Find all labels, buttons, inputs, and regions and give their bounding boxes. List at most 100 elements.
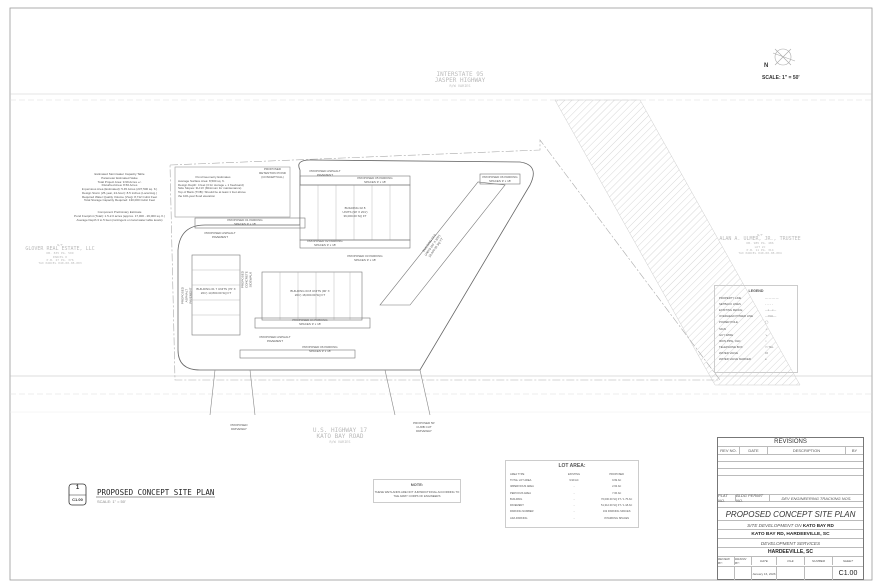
rev-header: DESCRIPTION xyxy=(768,447,846,454)
north-arrow-icon xyxy=(772,48,796,66)
footer-header-cell: REVIEW BY: xyxy=(718,557,735,565)
building-03 xyxy=(261,271,363,321)
lot-area-cell: PERVIOUS AREA xyxy=(510,491,531,495)
stormwater-line: Disturbed Area: 8.50 Acres xyxy=(101,183,138,188)
legend-label: OVERHEAD POWER LINE xyxy=(719,314,754,319)
stormwater-capacity-table: Estimated Stormwater Capacity Table Para… xyxy=(62,172,177,222)
sheet-border xyxy=(9,7,873,581)
legend-item: WATER VALVE ⋈ xyxy=(715,350,797,356)
stormwater-line: Required Water Quality Volume (Vwq): 8,7… xyxy=(81,194,158,199)
rev-header: BY xyxy=(851,448,858,453)
lot-area-row: PARKING NUMBER-162 PARKING SPACES xyxy=(506,509,638,515)
component-line: Pond Footprint (Total): 1.5-2.0 acres (a… xyxy=(74,213,165,218)
north-label: N xyxy=(764,63,769,69)
road-alt-name: KATO BAY ROAD xyxy=(316,433,364,441)
wetlands-area xyxy=(554,99,801,386)
legend-symbol-icon: — — — — xyxy=(765,296,779,301)
pavement-outline xyxy=(177,159,534,371)
revision-row xyxy=(718,455,863,462)
pond-label: PROPOSED RETENTION POND (CONCEPTUAL) xyxy=(259,167,286,179)
legend: LEGEND PROPERTY LINE— — — —SETBACK LINES… xyxy=(714,285,798,373)
legend-symbol-icon: ⋈ xyxy=(765,350,768,355)
road-name: U.S. HIGHWAY 17 xyxy=(312,427,368,434)
deed-line: P.B. 27 PG. 376 xyxy=(46,257,74,262)
rev-header: DATE xyxy=(740,447,768,454)
legend-item: SETBACK LINES - - - - - xyxy=(715,301,797,307)
lot-area-cell: 2.93 AC xyxy=(612,485,622,489)
legend-label: WATER VALVE xyxy=(719,350,739,355)
pavement-label: PROPOSED ASPHALT PAVEMENT xyxy=(259,335,291,343)
deed-line: DB. 835 PG. 599 xyxy=(46,251,74,256)
legend-symbol-icon: - - - - - xyxy=(765,302,773,307)
deed-line: LOT 2C xyxy=(754,244,766,249)
legend-item: IRON PIPE, OLD ○ xyxy=(715,338,797,344)
deed-line: DB. 985 PG. 486 xyxy=(746,241,774,246)
component-line: Average Depth 3 to 5 feet (contingent on… xyxy=(76,217,163,222)
parking-label-05: PROPOSED 05 PARKING SPACES 9' x 18' xyxy=(357,176,393,184)
parking-row-05 xyxy=(299,175,411,186)
date-value: January 16, 2026 xyxy=(752,567,777,580)
lot-area-cell: TOTAL LOT AREA xyxy=(510,478,532,482)
legend-label: WATER VALVE MARKER xyxy=(719,356,751,361)
legend-label: IRON PIPE, OLD xyxy=(719,338,741,343)
file-value xyxy=(777,567,805,580)
driveway-right-label: PROPOSED 50' CURB CUT DRIVEWAY xyxy=(413,421,435,433)
building-01 xyxy=(191,254,241,336)
pond-estimate-box xyxy=(174,166,291,218)
pavement-label: PROPOSED ASPHALT PAVEMENT xyxy=(309,169,341,177)
department: DEVELOPMENT SERVICES xyxy=(718,539,863,548)
view-title: PROPOSED CONCEPT SITE PLAN xyxy=(97,488,215,497)
wetlands-note: NOTE: THESE WETLANDS ARE NOT JURISDICTIO… xyxy=(373,479,461,503)
pond-line: Top of Bank (TOB): Should be at least 1 … xyxy=(178,190,246,198)
parking-label-01: PROPOSED 01 PARKING SPACES 9' x 18' xyxy=(227,218,263,226)
legend-symbol-icon: ◯ xyxy=(765,320,769,325)
road-alt-name: JASPER HIGHWAY xyxy=(434,77,486,85)
stormwater-line: Total Project Area: 9.99 Acres +/- xyxy=(97,179,142,184)
legend-label: GUY WIRE xyxy=(719,332,734,337)
legend-item: SIGN⊥ xyxy=(715,325,797,331)
footer-header-cell: NUMBER xyxy=(805,557,833,565)
lot-area-cell: - xyxy=(573,497,575,501)
legend-symbol-icon: ● xyxy=(765,356,767,361)
component-title: Component Preliminary Estimate xyxy=(97,210,142,214)
bottom-road-label: U.S. HIGHWAY 17 KATO BAY ROAD R/W VARIES xyxy=(290,427,390,444)
pond-geometry-estimates: Pond Geometry Estimates Average Surface … xyxy=(178,175,248,199)
legend-item: PROPERTY LINE— — — — xyxy=(715,295,797,301)
lot-area-row: ADA PARKING-8 PARKING SPACES xyxy=(506,515,638,521)
legend-item: GUY WIRE↘ xyxy=(715,332,797,338)
lot-area-cell: 7.06 AC xyxy=(612,491,622,495)
lot-area-cell: 51,312.00 SQ FT / 1.18 AC xyxy=(601,504,633,508)
parking-label-02: PROPOSED 02 PARKING SPACES 9' x 18' xyxy=(307,239,343,247)
driveway-left-label: PROPOSED DRIVEWAY xyxy=(230,423,248,431)
lot-area-cell: ADA PARKING xyxy=(510,516,528,520)
lot-area-cell: 9.99 AC xyxy=(612,478,622,482)
pond-line: Design Depth: 4 feet (3 for storage + 1 … xyxy=(178,182,244,187)
stormwater-line: Impervious Area (Estimated): 5.45 Acres … xyxy=(81,187,158,191)
legend-item: EXISTING FENCE—x—x— xyxy=(715,307,797,313)
road-row: R/W VARIES xyxy=(449,83,471,88)
footer-header-cell: SHEET xyxy=(842,559,853,563)
top-road-label: INTERSTATE 95 JASPER HIGHWAY R/W VARIES xyxy=(410,71,510,88)
revisions-title: REVISIONS xyxy=(718,438,863,447)
road-row: R/W VARIES xyxy=(329,439,351,444)
lot-area-cell: 8 PARKING SPACES xyxy=(604,516,630,520)
legend-label: SETBACK LINES xyxy=(719,302,741,307)
permit-row xyxy=(718,501,863,508)
legend-label: SIGN xyxy=(719,326,726,331)
neighbor-name: GLOVER REAL ESTATE, LLC xyxy=(25,246,95,253)
legend-symbol-icon: ○ xyxy=(765,338,767,343)
site-dev-prefix: SITE DEVELOPMENT ON xyxy=(747,522,802,528)
neighbor-left: N/F GLOVER REAL ESTATE, LLC DB. 835 PG. … xyxy=(15,243,105,265)
rev-header: REV NO. xyxy=(718,447,740,454)
legend-symbol-icon: —x—x— xyxy=(765,308,777,313)
view-bubble xyxy=(68,483,87,506)
permit-header-cell: PLAT NO. xyxy=(718,493,736,503)
parking-row-02 xyxy=(299,239,411,249)
plan-title: PROPOSED CONCEPT SITE PLAN xyxy=(718,508,863,521)
lot-area-title: LOT AREA: xyxy=(558,463,586,469)
sidewalk-label: PROPOSED CONCRETE SIDEWALK xyxy=(240,271,252,289)
revision-row xyxy=(718,462,863,469)
legend-title: LEGEND xyxy=(748,289,764,293)
